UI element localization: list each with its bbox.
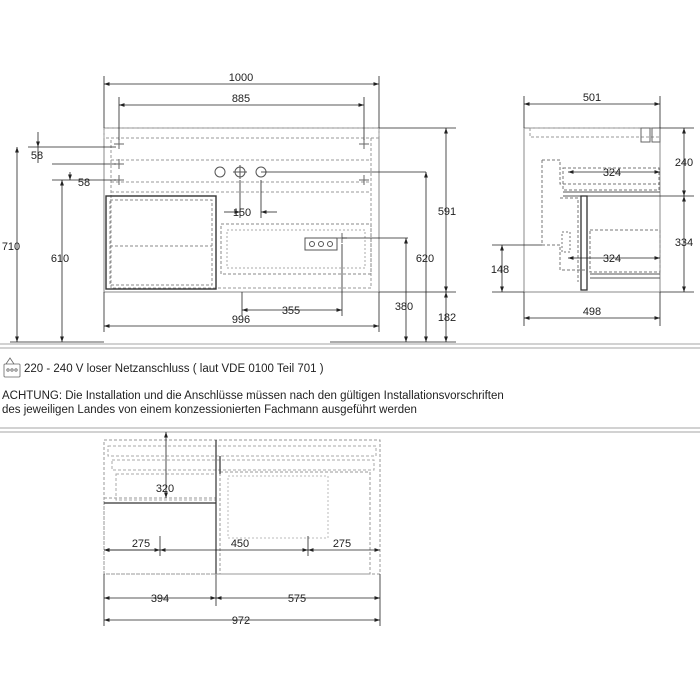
front-dimensions: [10, 76, 456, 343]
front-dimension-labels: 1000 885 996 58 58 710 610 591 620 380 1…: [2, 72, 456, 326]
dim-width-inner: 885: [232, 93, 250, 105]
dim-shelf-lower: 324: [603, 253, 621, 265]
power-note: 220 - 240 V loser Netzanschluss ( laut V…: [24, 363, 324, 375]
plan-dimensions: [103, 432, 381, 626]
side-dimension-labels: 501 498 324 324 240 334 148: [491, 92, 693, 318]
dim-center-clear: 450: [231, 538, 249, 550]
dim-height-right-3: 380: [395, 301, 413, 313]
warning-note-line2: des jeweiligen Landes von einem konzessi…: [2, 404, 417, 416]
power-socket-icon: [3, 357, 21, 378]
dim-right-section: 575: [288, 593, 306, 605]
floor-line-top: [0, 343, 700, 349]
front-left-drawer: [105, 195, 217, 290]
front-inner-frame: [110, 137, 372, 289]
dim-depth-top: 501: [583, 92, 601, 104]
front-right-drawer: [220, 223, 372, 275]
socket-icon: [304, 237, 338, 251]
dim-depth-base: 498: [583, 306, 601, 318]
side-view: [523, 127, 661, 293]
tap-connections-icon: [214, 165, 267, 179]
dim-offset-top-2: 58: [78, 177, 90, 189]
dim-height-siphon: 148: [491, 264, 509, 276]
dim-width-overall: 1000: [229, 72, 253, 84]
dim-left-section: 394: [151, 593, 169, 605]
dim-height-upper: 240: [675, 157, 693, 169]
dim-depth-drawer: 320: [156, 483, 174, 495]
plan-view: [103, 439, 381, 575]
plan-dimension-labels: 320 275 450 275 394 575 972: [132, 483, 351, 627]
plan-right-drawer: [219, 471, 371, 575]
dim-height-left: 610: [51, 253, 69, 265]
side-dimensions: [492, 96, 694, 326]
dim-right-clear: 275: [333, 538, 351, 550]
dim-socket-offset: 355: [282, 305, 300, 317]
dim-total-width: 972: [232, 615, 250, 627]
dim-height-right-1: 591: [438, 206, 456, 218]
dim-drain-offset: 150: [233, 207, 251, 219]
front-top-plate: [103, 127, 380, 139]
dim-height-lower: 334: [675, 237, 693, 249]
dim-height-overall: 710: [2, 241, 20, 253]
dim-height-right-2: 620: [416, 253, 434, 265]
dim-shelf-upper: 324: [603, 167, 621, 179]
dim-offset-top-1: 58: [31, 150, 43, 162]
side-cabinet-outline: [523, 127, 661, 293]
dim-height-right-4: 182: [438, 312, 456, 324]
dim-width-base: 996: [232, 314, 250, 326]
front-view: [103, 127, 380, 293]
warning-note-line1: ACHTUNG: Die Installation und die Anschl…: [2, 390, 504, 402]
dim-left-clear: 275: [132, 538, 150, 550]
floor-line-bottom: [0, 427, 700, 433]
